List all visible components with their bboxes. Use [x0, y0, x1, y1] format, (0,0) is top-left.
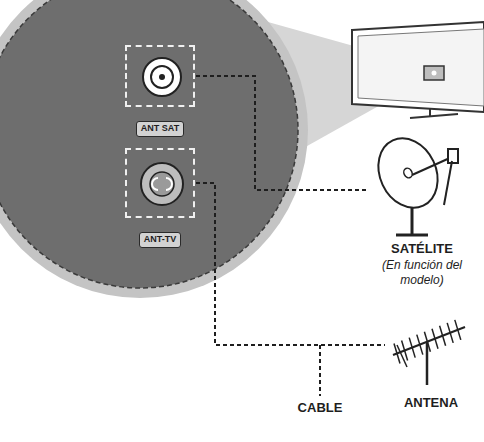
model-note: (En función del modelo)	[368, 258, 476, 289]
port-label: ANT SAT	[136, 121, 184, 137]
tv-port-drawing	[127, 150, 197, 220]
coax-cable-line	[196, 76, 368, 190]
satellite-dish: SATÉLITE(En función del modelo)	[368, 135, 476, 295]
sat-port-drawing	[127, 47, 197, 109]
antenna: ANTENA	[385, 315, 477, 420]
coax-cable-line	[196, 183, 385, 345]
device-name: SATÉLITE	[368, 241, 476, 258]
cable-branch-line	[319, 345, 321, 396]
tv-set	[352, 22, 484, 118]
device-name: ANTENA	[385, 395, 477, 412]
tv-port: ANT-TV	[125, 148, 195, 218]
zoom-circle	[0, 0, 298, 288]
port-label: ANT-TV	[139, 232, 182, 248]
zoom-ring	[0, 0, 308, 298]
sat-port: ANT SAT	[125, 45, 195, 107]
cable-label: CABLE	[296, 400, 345, 415]
